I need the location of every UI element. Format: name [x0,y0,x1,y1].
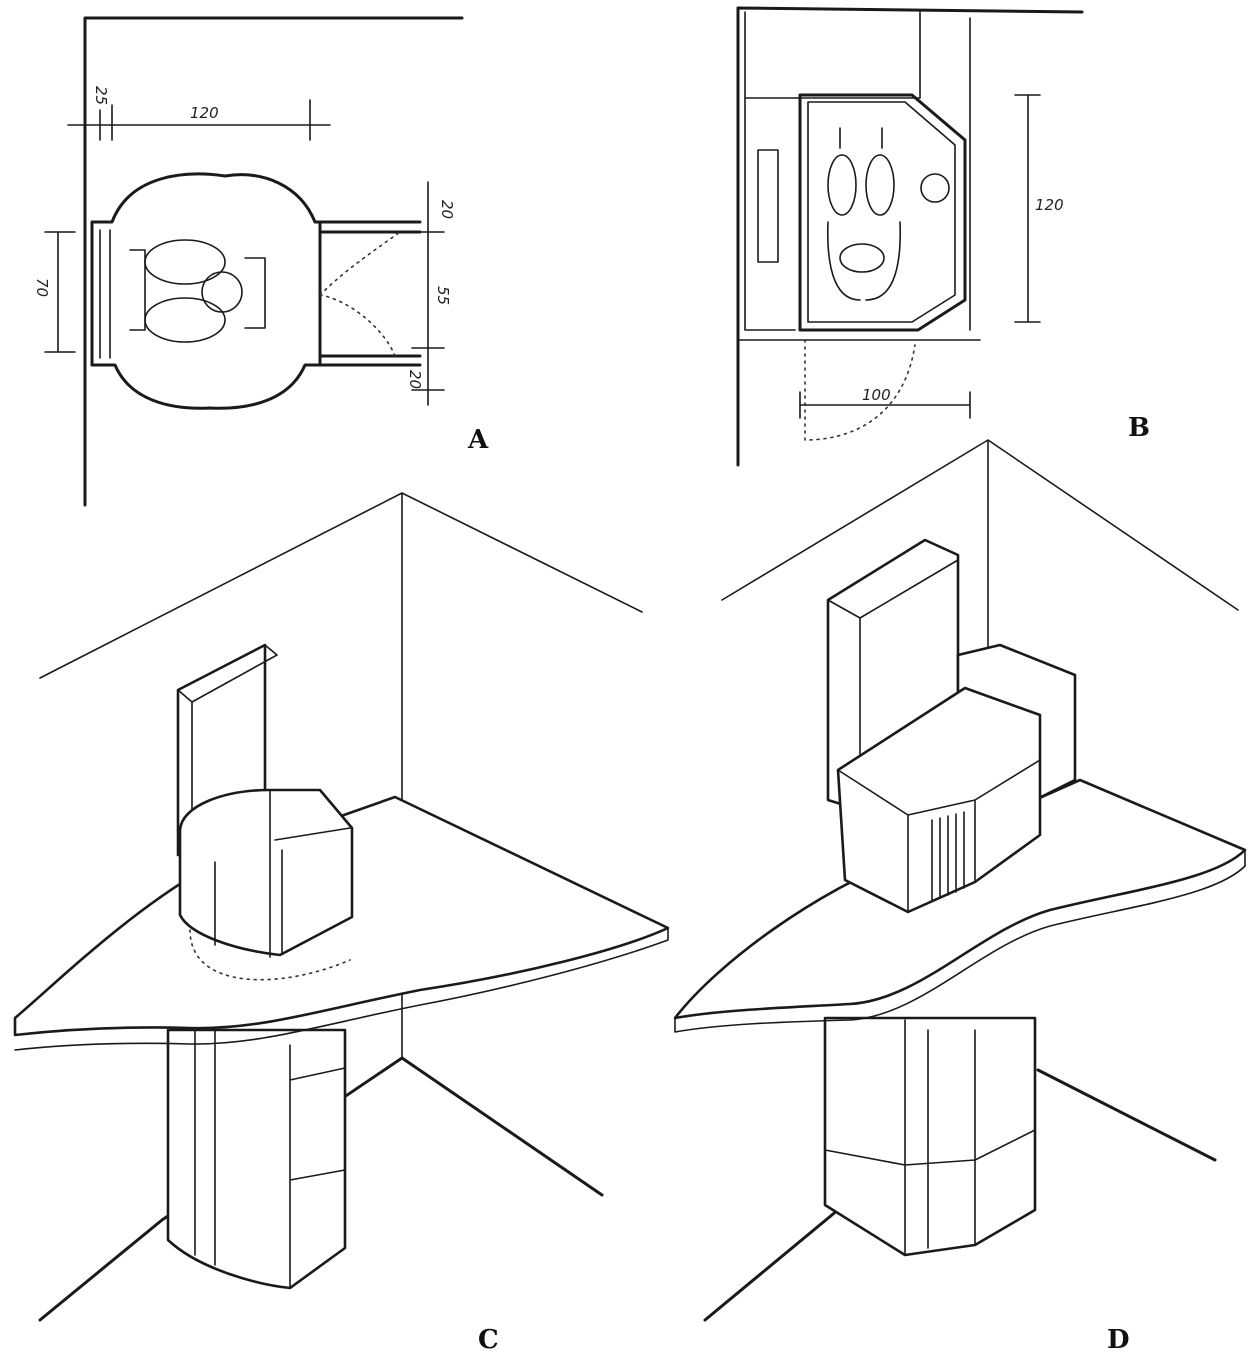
cabin-box [836,686,1042,914]
panel-c-isometric: C [13,492,670,1355]
dim-20-top: 20 [438,200,456,219]
lift-shaft [823,1016,1037,1257]
cabin-drum-lines [214,789,351,958]
panel-a-walls [83,16,464,507]
dim-120: 120 [190,104,219,122]
panel-b-walls [736,6,1084,467]
wheelchair [129,249,266,331]
dim-100-line [799,391,971,419]
door-grille [931,811,965,901]
panel-label-c: C [478,1325,499,1355]
dim-120: 120 [1035,196,1064,214]
cabin-box-edges [837,759,1041,913]
dim-120-line [67,99,331,141]
cabin-outline [798,93,967,332]
person-head [201,271,243,313]
person-top [144,239,226,285]
cabin-back-wall [99,229,111,359]
dim-55: 55 [434,286,452,305]
panel-b-plan: 120 100 B [736,6,1150,467]
panel-a-plan: 120 25 70 20 55 20 A [33,16,489,507]
person-bottom [144,297,226,343]
control-panel [757,149,779,263]
panel-label-b: B [1128,413,1150,443]
dim-25: 25 [92,86,110,105]
panel-label-d: D [1107,1325,1130,1355]
floor-slab [673,778,1247,1020]
floor-edges [703,1068,1217,1322]
person-left [827,154,857,216]
door-swing [319,231,401,357]
cabin-footprint [189,929,351,981]
slab-edge [14,927,669,1051]
dim-100: 100 [862,386,891,404]
shaft-outline [744,11,971,331]
dim-20-bottom: 20 [406,370,424,389]
dim-right-line [411,181,445,406]
person-seat [839,243,885,273]
door-swing [804,339,916,441]
person-right [865,154,895,216]
dim-70: 70 [33,278,51,297]
door-jambs [318,220,422,367]
cabin-backwall-top [177,644,278,816]
shaft-panels [194,1029,346,1289]
slab-edge [674,849,1246,1033]
cabin-outline [90,172,322,410]
shaft-panels [824,1019,1036,1256]
room-corner [721,439,1239,661]
dim-120-line [1014,94,1041,323]
wheelchair [826,127,901,301]
panel-d-isometric: D [673,439,1247,1355]
panel-label-a: A [467,425,489,455]
cabin-inner [807,101,956,323]
attendant-head [920,173,950,203]
dim-70-line [44,231,76,353]
cabin-drum [178,788,354,957]
